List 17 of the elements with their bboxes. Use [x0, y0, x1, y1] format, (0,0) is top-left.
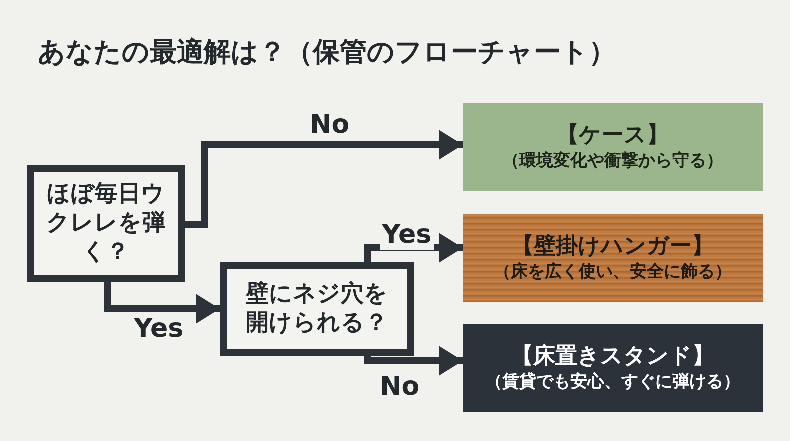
result-description: （賃貸でも安心、すぐに弾ける）	[486, 371, 740, 394]
arrow	[364, 233, 463, 263]
result-box	[463, 324, 763, 412]
question-text: ほぼ毎日ウクレレを弾く？	[46, 180, 166, 267]
question-text: 壁にネジ穴を開けられる？	[244, 280, 389, 338]
title: あなたの最適解は？（保管のフローチャート）	[38, 36, 616, 70]
result-heading: 【床置きスタンド】	[512, 342, 714, 371]
result-heading: 【壁掛けハンガー】	[512, 232, 714, 261]
result-box	[463, 214, 763, 302]
arrow	[364, 346, 463, 376]
decision-box	[220, 262, 414, 356]
arrow	[185, 130, 463, 228]
result-description: （床を広く使い、安全に飾る）	[494, 261, 732, 284]
result-heading: 【ケース】	[557, 122, 669, 150]
result-description: （環境変化や衝撃から守る）	[502, 150, 724, 172]
decision-box	[27, 165, 185, 282]
result-box	[463, 103, 763, 191]
